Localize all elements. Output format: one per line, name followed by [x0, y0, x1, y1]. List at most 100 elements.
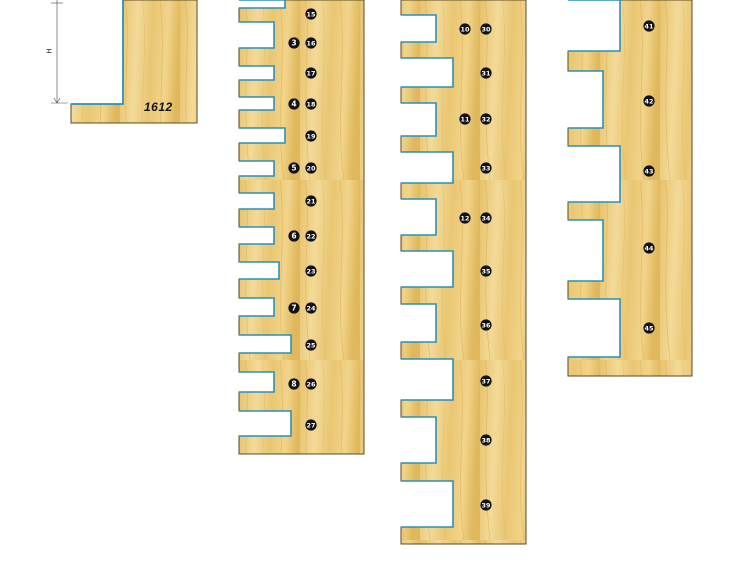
template-b-marker-27-dot	[305, 419, 317, 431]
template-c-board-slot-edge	[401, 480, 454, 528]
template-c-marker-30-label: 30	[482, 26, 491, 34]
template-b-marker-16-label: 16	[307, 40, 316, 48]
template-c-marker-31: 31	[480, 67, 492, 79]
template-b-board-slot-edge	[239, 0, 286, 9]
template-c-marker-35-dot	[480, 265, 492, 277]
template-d-marker-41-dot	[643, 20, 655, 32]
template-b-marker-25-dot	[305, 339, 317, 351]
template-a-edge	[71, 0, 124, 105]
template-b-marker-18: 18	[305, 98, 317, 110]
template-c-marker-30-dot	[480, 23, 492, 35]
template-b-board-slot-edge	[239, 410, 292, 437]
template-b-marker-3-dot	[288, 37, 300, 49]
template-b-marker-21: 21	[305, 195, 317, 207]
template-c-marker-36-dot	[480, 319, 492, 331]
template-c-board-slot-edge	[401, 102, 437, 137]
template-c-marker-30: 30	[480, 23, 492, 35]
template-b-marker-17: 17	[305, 67, 317, 79]
template-c-marker-12-dot	[459, 212, 471, 224]
template-c-marker-39: 39	[480, 499, 492, 511]
template-c-board-slot-edge	[401, 198, 437, 236]
template-b-marker-22-dot	[305, 230, 317, 242]
template-c-board-slot-edge	[401, 250, 454, 288]
template-b-marker-6: 6	[288, 230, 300, 242]
template-c-board-slot-edge	[401, 151, 454, 184]
template-b-marker-26: 26	[305, 378, 317, 390]
template-c-marker-36: 36	[480, 319, 492, 331]
template-c-board-slot-edge	[401, 358, 454, 401]
template-d-marker-45-label: 45	[645, 325, 654, 333]
template-c-marker-32: 32	[480, 113, 492, 125]
template-c-board-slot-edge	[401, 416, 437, 464]
template-b-marker-5-label: 5	[291, 164, 296, 173]
template-c-marker-10-label: 10	[461, 26, 470, 34]
template-c-marker-31-label: 31	[482, 70, 491, 78]
template-b-marker-19-label: 19	[307, 133, 316, 141]
template-b-board-slot-edge	[239, 371, 275, 393]
template-c-board-slot-edge	[401, 303, 437, 343]
template-c-marker-35: 35	[480, 265, 492, 277]
template-b-marker-7-dot	[288, 302, 300, 314]
template-b-marker-21-dot	[305, 195, 317, 207]
template-b-board-slot-edge	[239, 96, 275, 111]
template-c-marker-12: 12	[459, 212, 471, 224]
template-b-marker-7-label: 7	[291, 304, 296, 313]
template-c-marker-32-dot	[480, 113, 492, 125]
template-b-marker-7: 7	[288, 302, 300, 314]
template-b-marker-25: 25	[305, 339, 317, 351]
template-c-marker-11-dot	[459, 113, 471, 125]
template-c-marker-33-label: 33	[482, 165, 491, 173]
template-b-marker-5: 5	[288, 162, 300, 174]
template-c-marker-34: 34	[480, 212, 492, 224]
template-d-marker-44: 44	[643, 242, 655, 254]
template-c-marker-10: 10	[459, 23, 471, 35]
template-b-marker-26-dot	[305, 378, 317, 390]
template-d-board-slot-edge	[568, 0, 621, 52]
template-c-marker-37: 37	[480, 375, 492, 387]
template-b-marker-24: 24	[305, 302, 317, 314]
template-b-marker-16-dot	[305, 37, 317, 49]
template-b-marker-6-dot	[288, 230, 300, 242]
template-b-marker-24-dot	[305, 302, 317, 314]
template-d-marker-43-dot	[643, 165, 655, 177]
template-b-marker-17-dot	[305, 67, 317, 79]
template-b-marker-19-dot	[305, 130, 317, 142]
template-b-marker-26-label: 26	[307, 381, 316, 389]
template-b-marker-16: 16	[305, 37, 317, 49]
template-b-marker-3-label: 3	[291, 39, 296, 48]
template-c-marker-39-label: 39	[482, 502, 491, 510]
template-c-marker-34-label: 34	[482, 215, 491, 223]
template-d-board-slot-edge	[568, 145, 621, 203]
template-b-marker-20-label: 20	[307, 165, 316, 173]
template-d-marker-43-label: 43	[645, 168, 654, 176]
template-b-marker-8-dot	[288, 378, 300, 390]
board-label: 1612	[144, 100, 173, 114]
template-c-marker-38-dot	[480, 434, 492, 446]
template-c-marker-38: 38	[480, 434, 492, 446]
template-b-board-slot-edge	[239, 334, 292, 354]
template-d-marker-41-label: 41	[645, 23, 654, 31]
template-b-marker-20: 20	[305, 162, 317, 174]
template-b-board-slot-edge	[239, 65, 275, 81]
dimension-label: H	[45, 48, 54, 54]
template-d-marker-44-dot	[643, 242, 655, 254]
template-c-marker-10-dot	[459, 23, 471, 35]
template-c-marker-31-dot	[480, 67, 492, 79]
template-b-marker-27: 27	[305, 419, 317, 431]
template-d-marker-41: 41	[643, 20, 655, 32]
template-b-marker-23: 23	[305, 265, 317, 277]
template-b-board-slot-edge	[239, 21, 275, 49]
template-d-marker-42: 42	[643, 95, 655, 107]
template-c-marker-11: 11	[459, 113, 471, 125]
template-c-marker-36-label: 36	[482, 322, 491, 330]
template-b-board-slot-edge	[239, 160, 275, 177]
template-c-marker-37-dot	[480, 375, 492, 387]
template-b-marker-27-label: 27	[307, 422, 316, 430]
template-c-marker-38-label: 38	[482, 437, 491, 445]
template-c-marker-12-label: 12	[461, 215, 470, 223]
template-c-marker-33-dot	[480, 162, 492, 174]
template-d-marker-45-dot	[643, 322, 655, 334]
template-b-marker-15: 15	[305, 8, 317, 20]
template-d-marker-44-label: 44	[645, 245, 654, 253]
